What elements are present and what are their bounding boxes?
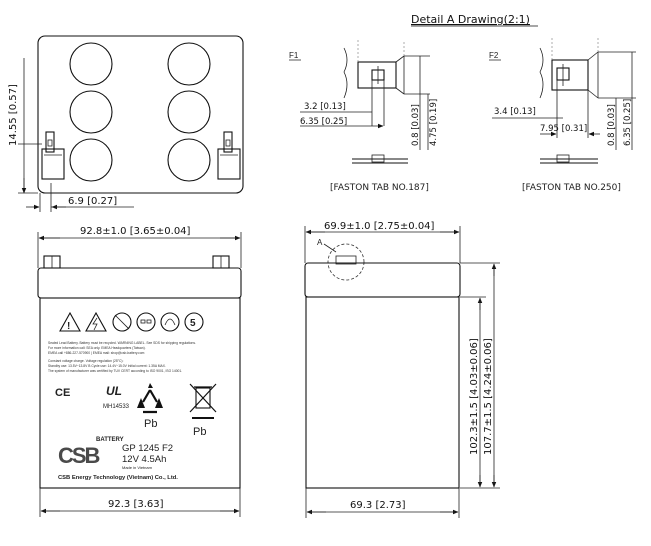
faston-tab-187-detail: F1 3.2 [0.13] 6.35 [0.25] 0.8 [0.03] 4.7… (289, 40, 439, 193)
detail-title: Detail A Drawing(2:1) (411, 13, 530, 26)
label-fine-text: For more information call: SEA only. EME… (48, 346, 146, 350)
pb-label-2: Pb (193, 426, 206, 438)
pb-label-1: Pb (144, 418, 157, 430)
crossed-bin-icon (189, 383, 217, 419)
f2-dim-d: 6.35 [0.25] (623, 99, 633, 146)
front-view: 92.8±1.0 [3.65±0.04] ! 5 (37, 226, 242, 517)
f1-dim-d: 4.75 [0.19] (429, 99, 439, 146)
vent-cap-icon (167, 138, 211, 182)
origin-text: Made in Vietnam (122, 465, 153, 470)
side-case-height-dim: 102.3±1.5 [4.03±0.06] (469, 338, 480, 455)
f2-dim-a: 3.4 [0.13] (494, 107, 536, 117)
no-smoking-icon (112, 312, 132, 332)
f1-dim-b: 6.35 [0.25] (300, 117, 347, 127)
f1-label: F1 (289, 51, 299, 60)
f2-dim-c: 0.8 [0.03] (607, 104, 617, 146)
f1-dim-a: 3.2 [0.13] (304, 102, 346, 112)
side-lid (304, 262, 461, 298)
f2-label: F2 (489, 51, 499, 60)
front-bottom-width-dim: 92.3 [3.63] (108, 499, 164, 510)
f2-caption: [FASTON TAB NO.250] (522, 183, 621, 193)
faston-tab-250-detail: F2 3.4 [0.13] 7.95 [0.31] 0.8 [0.03] 6.3… (489, 38, 636, 193)
f1-dim-c: 0.8 [0.03] (411, 104, 421, 146)
ul-number: MH14533 (103, 404, 130, 410)
detail-a-callout-circle (327, 243, 365, 281)
label-fine-text: EMEA call +886-227-570900 | EMEA mail: s… (48, 351, 145, 355)
svg-text:UL: UL (106, 384, 122, 398)
vent-cap-icon (69, 90, 113, 134)
front-terminal-right-icon (212, 255, 230, 269)
svg-text:!: ! (67, 321, 70, 332)
label-fine-text: Constant voltage charge. Voltage regulat… (48, 359, 123, 363)
recycling-symbol-icon (137, 383, 163, 414)
warning-triangle-icon (59, 311, 81, 332)
side-top-width-dim: 69.9±1.0 [2.75±0.04] (324, 221, 435, 232)
top-view-outline (37, 35, 244, 194)
svg-text:5: 5 (190, 318, 196, 329)
rating-text: 12V 4.5Ah (122, 454, 166, 465)
side-case (305, 296, 460, 489)
csb-logo: CSB (58, 443, 100, 468)
top-view: 14.55 [0.57] 6.9 [0.27] (8, 35, 244, 212)
vent-cap-icon (167, 42, 211, 86)
company-name: CSB Energy Technology (Vietnam) Co., Ltd… (58, 475, 178, 481)
top-height-dim: 14.55 [0.57] (8, 84, 19, 146)
front-top-width-dim: 92.8±1.0 [3.65±0.04] (80, 226, 191, 237)
front-case (39, 297, 241, 489)
side-bottom-width-dim: 69.3 [2.73] (350, 500, 406, 511)
label-fine-text: Sealed Lead Battery. Battery must be rec… (48, 341, 196, 345)
label-fine-text: The system of manufacturer was certified… (48, 369, 182, 373)
high-voltage-icon (85, 311, 107, 332)
side-view: 69.9±1.0 [2.75±0.04] A 102.3±1.5 [4.03±0… (304, 221, 500, 518)
front-lid (37, 267, 242, 299)
model-number: GP 1245 F2 (122, 443, 173, 454)
f2-dim-b: 7.95 [0.31] (540, 124, 587, 134)
ce-mark: CE (55, 387, 70, 399)
f1-caption: [FASTON TAB NO.187] (330, 183, 429, 193)
recycle-hazard-icon (160, 312, 180, 332)
ul-recognized-icon: UL (106, 384, 122, 398)
vent-cap-icon (69, 42, 113, 86)
read-manual-icon (184, 312, 204, 332)
terminal-offset-dim: 6.9 [0.27] (68, 196, 117, 207)
eye-protection-icon (136, 312, 156, 332)
side-total-height-dim: 107.7±1.5 [4.24±0.06] (483, 338, 494, 455)
label-fine-text: Standby use: 13.5V~13.8V B Cycle use: 14… (48, 364, 166, 368)
warning-icons-row: ! 5 (59, 311, 204, 332)
battery-word: BATTERY (96, 437, 124, 443)
vent-cap-icon (69, 138, 113, 182)
front-terminal-left-icon (43, 255, 61, 269)
callout-a-label: A (317, 238, 323, 247)
vent-cap-icon (167, 90, 211, 134)
terminal-right-icon (217, 131, 241, 180)
terminal-left-icon (41, 131, 65, 180)
